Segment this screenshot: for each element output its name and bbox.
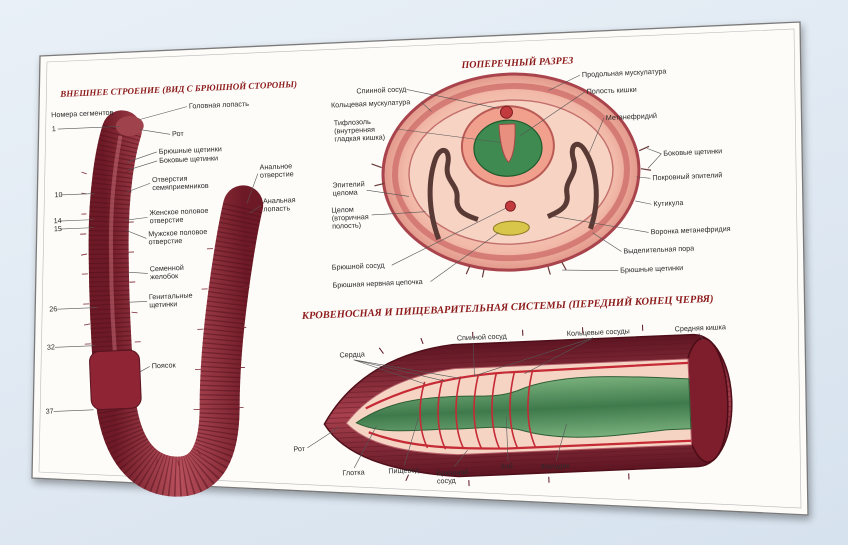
label-cross-cover-epithelium: Покровный эпителий <box>652 170 722 182</box>
label-anal-lobe-2: лопасть <box>263 203 290 213</box>
label-genital-setae-2: щетинки <box>149 299 177 309</box>
label-male-opening-2: отверстие <box>148 236 182 246</box>
label-sys-mouth: Рот <box>293 444 306 454</box>
worm-head <box>115 116 144 137</box>
label-cross-excretory-pore: Выделительная пора <box>623 244 694 256</box>
label-sys-gizzard: Желудок <box>540 461 570 471</box>
label-anal-lobe-1: Анальная <box>263 195 296 205</box>
external-leaders-right <box>125 106 262 373</box>
label-seg-37: 37 <box>45 406 53 415</box>
label-cross-coelom-1: Целом <box>331 205 354 215</box>
label-seg-26: 26 <box>49 304 57 313</box>
worm-segment-rings <box>88 124 263 497</box>
cross-leaders-right <box>520 74 662 272</box>
cross-section <box>371 72 652 278</box>
label-cross-dorsal-vessel: Спинной сосуд <box>356 84 407 95</box>
label-cross-typhlosole-3: гладкая кишка) <box>334 132 385 143</box>
worm-setae <box>80 169 255 467</box>
cross-metanephridium-left <box>427 147 479 241</box>
label-sys-ventral-vessel-1: Брюшной <box>436 467 468 477</box>
label-cross-circular-muscle: Кольцевая мускулатура <box>331 97 411 109</box>
label-cross-epithelium-1: Эпителий <box>332 179 365 189</box>
label-seg-15: 15 <box>54 224 62 233</box>
label-sys-esophagus: Пищевод <box>388 465 420 475</box>
label-cross-coelom-3: полость) <box>332 220 361 230</box>
label-seminal-groove-1: Семенной <box>150 263 184 273</box>
label-anal-opening-1: Анальное <box>259 161 292 171</box>
label-cross-lateral-setae: Боковые щетинки <box>663 146 722 157</box>
cross-setae <box>371 145 652 278</box>
label-cross-epithelium-2: целома <box>333 188 358 198</box>
label-seg-14: 14 <box>53 216 61 225</box>
label-head-lobe: Головная лопасть <box>189 99 250 111</box>
label-cross-nerve-cord: Брюшная нервная цепочка <box>332 277 422 290</box>
label-cross-funnel: Воронка метанефридия <box>650 224 730 236</box>
label-female-opening-1: Женское половое <box>149 206 208 217</box>
cross-circular-muscle <box>392 83 630 262</box>
label-sys-hearts: Сердца <box>339 349 365 359</box>
label-cross-ventral-vessel: Брюшной сосуд <box>332 260 386 271</box>
cross-ventral-vessel <box>504 200 516 212</box>
cross-labels: Спинной сосуд Кольцевая мускулатура Тифл… <box>331 67 731 290</box>
label-seminal-openings-2: семяприемников <box>152 181 209 192</box>
label-genital-setae-1: Генитальные <box>149 291 193 302</box>
cross-dorsal-vessel <box>499 105 513 119</box>
cross-nerve-cord <box>492 220 530 236</box>
label-sys-crop: Зоб <box>500 461 513 471</box>
label-lateral-setae: Боковые щетинки <box>159 153 218 164</box>
worm-external-view <box>80 110 264 497</box>
label-seg-32: 32 <box>47 342 55 351</box>
label-seg-10: 10 <box>54 190 62 199</box>
label-ventral-setae: Брюшные щетинки <box>159 144 222 156</box>
label-sys-midgut: Средняя кишка <box>675 322 727 333</box>
label-clitellum: Поясок <box>152 360 177 370</box>
label-mouth: Рот <box>172 129 185 139</box>
label-cross-gut-cavity: Полость кишки <box>586 85 636 96</box>
label-male-opening-1: Мужское половое <box>148 227 207 238</box>
external-leaders-left <box>53 126 120 412</box>
cross-leaders-left <box>366 89 506 282</box>
label-cross-typhlosole-1: Тифлозоль <box>334 117 372 128</box>
systems-ring-vessels <box>419 371 537 450</box>
systems-gut-tube <box>355 376 692 438</box>
label-seminal-openings-1: Отверстия <box>152 174 188 184</box>
label-cross-longitudinal-muscle: Продольная мускулатура <box>582 67 667 80</box>
external-labels: Номера сегментов 1 10 14 15 26 32 37 Гол… <box>45 99 296 416</box>
cross-typhlosole <box>498 123 516 163</box>
systems-leaders <box>307 333 704 469</box>
cross-metanephridium-right <box>546 141 599 230</box>
systems-labels: Спинной сосуд Кольцевые сосуды Средняя к… <box>293 322 727 486</box>
clitellum <box>89 349 142 410</box>
label-cross-coelom-2: (вторичная <box>332 212 369 223</box>
title-cross-section: ПОПЕРЕЧНЫЙ РАЗРЕЗ <box>460 54 573 71</box>
label-cross-ventral-setae: Брюшные щетинки <box>620 263 683 275</box>
label-segment-numbers: Номера сегментов <box>51 108 114 120</box>
label-sys-pharynx: Глотка <box>342 468 365 478</box>
systems-setae <box>378 324 644 487</box>
label-female-opening-2: отверстие <box>150 215 184 225</box>
systems-view <box>323 324 733 487</box>
label-seg-1: 1 <box>52 124 56 133</box>
label-anal-opening-2: отверстие <box>260 169 294 179</box>
label-cross-typhlosole-2: (внутренняя <box>334 125 375 136</box>
label-sys-dorsal-vessel: Спинной сосуд <box>457 331 508 342</box>
label-cross-metanephridium: Метанефридий <box>606 111 657 122</box>
label-seminal-groove-2: желобок <box>150 271 179 281</box>
label-sys-ventral-vessel-2: сосуд <box>437 476 457 486</box>
systems-dorsal-vessel <box>365 361 689 410</box>
label-cross-cuticle: Кутикула <box>653 198 683 208</box>
label-sys-ring-vessels: Кольцевые сосуды <box>567 326 630 338</box>
poster-border <box>38 28 802 509</box>
